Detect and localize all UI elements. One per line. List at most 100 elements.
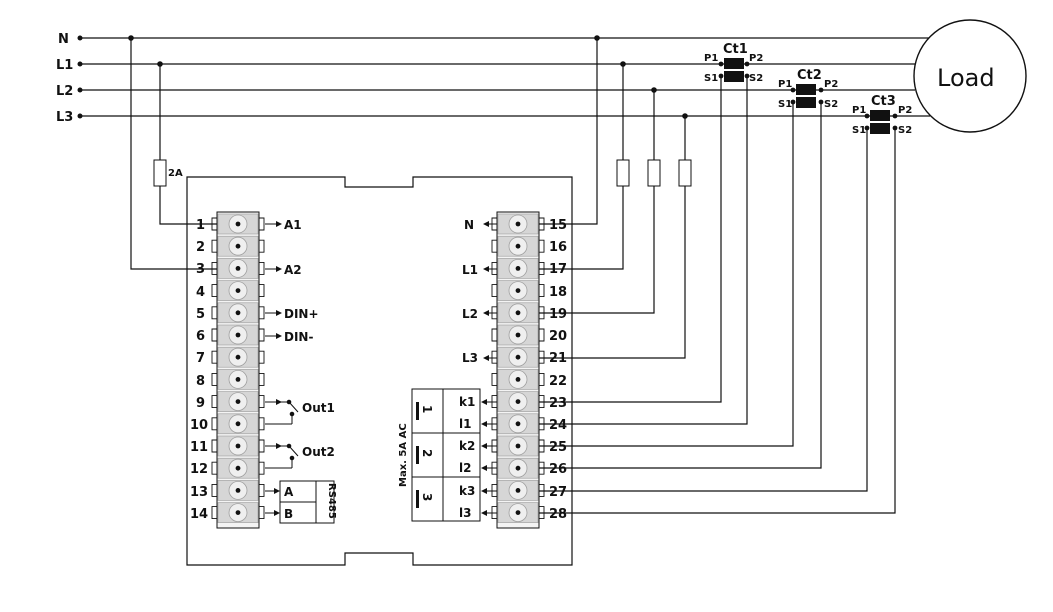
right-function-arrows <box>481 221 497 516</box>
terminal-tab <box>259 350 265 364</box>
left-function-arrows <box>265 221 282 516</box>
fn-rs485-b: B <box>284 507 293 521</box>
terminal-tab <box>539 350 545 364</box>
fn-l1: L1 <box>462 263 478 277</box>
terminal-tab <box>211 461 217 475</box>
terminal-tab <box>259 395 265 409</box>
fn-a2: A2 <box>284 263 302 277</box>
ct1 <box>718 58 750 82</box>
supply-lines <box>80 37 930 117</box>
fn-din-plus: DIN+ <box>284 307 319 321</box>
terminal-tab <box>539 284 545 298</box>
terminal-25: 25 <box>549 440 567 455</box>
aux-supply-wiring <box>130 38 217 270</box>
terminal-tab <box>259 483 265 497</box>
terminal-tab <box>259 261 265 275</box>
terminal-screw <box>497 213 539 235</box>
load-circle <box>913 19 1027 133</box>
terminal-tab <box>211 372 217 386</box>
fuse-meter-l1 <box>616 159 630 187</box>
terminal-tab <box>491 239 497 253</box>
ct3-label: Ct3 <box>871 94 896 109</box>
left-terminal-cells <box>211 213 265 523</box>
terminal-screw <box>497 413 539 435</box>
terminal-tab <box>259 439 265 453</box>
terminal-screw <box>497 391 539 412</box>
ct1-p2: P2 <box>749 53 763 64</box>
fuse-meter-l3 <box>678 159 692 187</box>
terminal-9: 9 <box>196 396 205 411</box>
ct-wiring <box>539 76 896 514</box>
terminal-tab <box>491 350 497 364</box>
ct-input-2-label: 2 <box>420 449 434 457</box>
terminal-screw <box>497 369 539 390</box>
terminal-screw <box>217 435 259 457</box>
terminal-tab <box>259 461 265 475</box>
terminal-1: 1 <box>196 218 205 233</box>
relay-contacts <box>265 399 299 469</box>
fuse-rating: 2A <box>168 168 183 179</box>
fn-k1: k1 <box>459 395 475 409</box>
terminal-tab <box>539 239 545 253</box>
terminal-tab <box>211 439 217 453</box>
terminal-screw <box>497 480 539 501</box>
terminal-screw <box>497 346 539 368</box>
terminal-22: 22 <box>549 374 567 389</box>
ct3-p1: P1 <box>852 105 866 116</box>
line-label-n: N <box>58 32 69 47</box>
fn-din-minus: DIN- <box>284 330 313 344</box>
terminal-screw <box>497 302 539 324</box>
terminal-18: 18 <box>549 285 567 300</box>
terminal-24: 24 <box>549 418 567 433</box>
terminal-4: 4 <box>196 285 205 300</box>
ct1-s1: S1 <box>704 73 718 84</box>
ct2-label: Ct2 <box>797 68 822 83</box>
terminal-6: 6 <box>196 329 205 344</box>
terminal-13: 13 <box>190 485 208 500</box>
terminal-screw <box>497 457 539 479</box>
terminal-screw <box>217 502 259 523</box>
terminal-tab <box>491 261 497 275</box>
fn-rs485-a: A <box>284 485 294 499</box>
terminal-screw <box>217 480 259 501</box>
voltage-wiring <box>539 38 686 359</box>
terminal-screw <box>497 280 539 301</box>
terminal-screw <box>217 258 259 279</box>
fn-out1: Out1 <box>302 401 335 415</box>
terminal-tab <box>211 506 217 520</box>
fn-n: N <box>464 218 474 232</box>
ct-input-3-label: 3 <box>420 493 434 501</box>
terminal-screw <box>497 324 539 346</box>
terminal-tab <box>491 372 497 386</box>
fn-k3: k3 <box>459 484 475 498</box>
ct3-s1: S1 <box>852 125 866 136</box>
terminal-tab <box>259 372 265 386</box>
line-label-l1: L1 <box>56 58 73 73</box>
fn-l2-ct: l2 <box>459 461 471 475</box>
terminal-tab <box>259 217 265 231</box>
terminal-screw <box>497 235 539 257</box>
fn-l3-ct: l3 <box>459 506 471 520</box>
ct2 <box>790 84 824 108</box>
terminal-screw <box>217 302 259 324</box>
terminal-8: 8 <box>196 374 205 389</box>
fn-l2: L2 <box>462 307 478 321</box>
terminal-tab <box>491 284 497 298</box>
load-label: Load <box>937 64 995 92</box>
terminal-5: 5 <box>196 307 205 322</box>
ct-input-boxes <box>411 388 481 522</box>
terminal-11: 11 <box>190 440 208 455</box>
ct3-s2: S2 <box>898 125 912 136</box>
terminal-14: 14 <box>190 507 208 522</box>
terminal-screw <box>497 502 539 523</box>
terminal-15: 15 <box>549 218 567 233</box>
terminal-tab <box>259 284 265 298</box>
ct3 <box>864 110 898 134</box>
terminal-tab <box>211 328 217 342</box>
terminal-2: 2 <box>196 240 205 255</box>
fuse-meter-l2 <box>647 159 661 187</box>
terminal-tab <box>211 284 217 298</box>
terminal-screw <box>217 391 259 412</box>
current-rating: Max. 5A AC <box>398 423 409 487</box>
